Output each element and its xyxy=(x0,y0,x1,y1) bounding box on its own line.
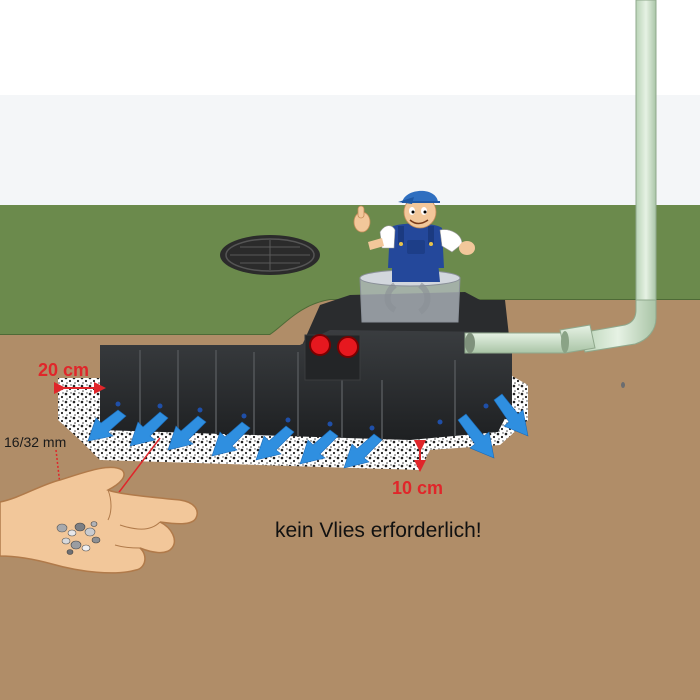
dimension-10cm: 10 cm xyxy=(392,440,443,498)
water-arrow-icon xyxy=(299,429,339,465)
water-arrow-icon xyxy=(255,425,295,461)
water-arrow-icon xyxy=(493,393,529,437)
label-gravel-margin: 20 cm xyxy=(38,360,89,380)
water-drops xyxy=(115,401,489,431)
gravel-stones xyxy=(56,521,101,555)
soil-pebble xyxy=(621,382,625,388)
hand-with-gravel-icon xyxy=(0,466,198,574)
down-pipe-icon xyxy=(559,0,657,354)
water-arrow-icon xyxy=(457,413,495,459)
inflow-pipe xyxy=(464,332,566,354)
manhole-cover-icon xyxy=(220,235,320,275)
infiltration-tank xyxy=(100,330,512,440)
worker-mascot-icon xyxy=(353,190,475,282)
water-arrow-icon xyxy=(211,421,251,457)
label-gravel-grain: 16/32 mm xyxy=(4,434,66,450)
grass-surface xyxy=(0,205,700,335)
water-arrow-icon xyxy=(167,415,207,451)
water-arrow-icon xyxy=(343,433,383,469)
note-no-fleece: kein Vlies erforderlich! xyxy=(275,519,482,542)
valve-left-icon xyxy=(309,334,331,356)
sky-haze xyxy=(0,95,700,205)
valve-right-icon xyxy=(337,336,359,358)
water-arrows xyxy=(87,393,529,469)
water-arrow-icon xyxy=(129,411,169,447)
water-arrow-icon xyxy=(87,409,127,442)
label-gravel-bottom: 10 cm xyxy=(392,478,443,498)
dimension-20cm: 20 cm xyxy=(38,360,106,394)
